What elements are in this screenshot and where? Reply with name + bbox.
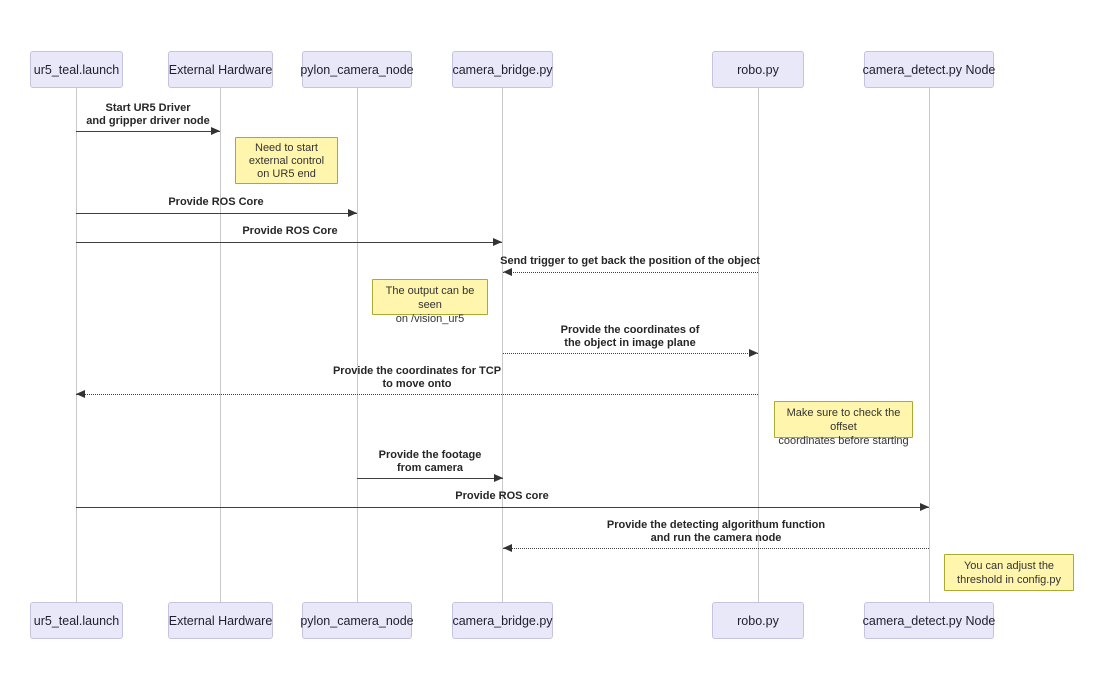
participant-top-robo: robo.py <box>712 51 804 88</box>
message-arrow-provide-ros-core-3 <box>76 507 929 508</box>
arrowhead-icon <box>494 474 503 482</box>
message-arrow-start-ur5-driver <box>76 131 220 132</box>
message-arrow-detecting-algorithm <box>503 548 929 549</box>
arrowhead-icon <box>503 544 512 552</box>
lifeline-camera-bridge <box>502 88 503 602</box>
message-label-provide-ros-core-1: Provide ROS Core <box>168 196 264 208</box>
message-arrow-provide-ros-core-1 <box>76 213 357 214</box>
arrowhead-icon <box>920 503 929 511</box>
lifeline-camera-detect <box>929 88 930 602</box>
message-label-start-ur5-driver: Start UR5 Driver and gripper driver node <box>86 102 210 127</box>
lifeline-external-hardware <box>220 88 221 602</box>
arrowhead-icon <box>493 238 502 246</box>
note-need-to-start-external-control: Need to start external control on UR5 en… <box>235 137 338 184</box>
message-arrow-send-trigger <box>503 272 758 273</box>
participant-top-pylon-camera-node: pylon_camera_node <box>300 51 414 88</box>
lifeline-pylon-camera-node <box>357 88 358 602</box>
arrowhead-icon <box>503 268 512 276</box>
lifeline-ur5-teal-launch <box>76 88 77 602</box>
message-label-coordinates-image-plane: Provide the coordinates of the object in… <box>560 324 700 349</box>
lifeline-robo <box>758 88 759 602</box>
participant-bottom-camera-bridge: camera_bridge.py <box>452 602 553 639</box>
arrowhead-icon <box>76 390 85 398</box>
participant-top-external-hardware: External Hardware <box>168 51 273 88</box>
message-arrow-coordinates-image-plane <box>503 353 758 354</box>
note-check-offset-coordinates: Make sure to check the offset coordinate… <box>774 401 913 447</box>
participant-top-camera-bridge: camera_bridge.py <box>452 51 553 88</box>
message-label-send-trigger: Send trigger to get back the position of… <box>500 255 760 267</box>
participant-bottom-ur5-teal-launch: ur5_teal.launch <box>30 602 123 639</box>
participant-bottom-robo: robo.py <box>712 602 804 639</box>
arrowhead-icon <box>749 349 758 357</box>
arrowhead-icon <box>348 209 357 217</box>
message-label-coordinates-tcp: Provide the coordinates for TCP to move … <box>332 365 502 390</box>
message-arrow-coordinates-tcp <box>76 394 758 395</box>
participant-top-ur5-teal-launch: ur5_teal.launch <box>30 51 123 88</box>
message-label-provide-ros-core-3: Provide ROS core <box>455 490 549 502</box>
note-adjust-threshold: You can adjust the threshold in config.p… <box>944 554 1074 591</box>
message-label-provide-ros-core-2: Provide ROS Core <box>242 225 338 237</box>
participant-top-camera-detect: camera_detect.py Node <box>863 51 995 88</box>
participant-bottom-camera-detect: camera_detect.py Node <box>863 602 995 639</box>
message-label-detecting-algorithm: Provide the detecting algorithum functio… <box>606 519 826 544</box>
arrowhead-icon <box>211 127 220 135</box>
message-arrow-provide-footage <box>357 478 503 479</box>
message-arrow-provide-ros-core-2 <box>76 242 502 243</box>
note-output-vision-ur5: The output can be seen on /vision_ur5 <box>372 279 488 325</box>
message-label-provide-footage: Provide the footage from camera <box>378 449 482 474</box>
participant-bottom-pylon-camera-node: pylon_camera_node <box>300 602 414 639</box>
participant-bottom-external-hardware: External Hardware <box>168 602 273 639</box>
